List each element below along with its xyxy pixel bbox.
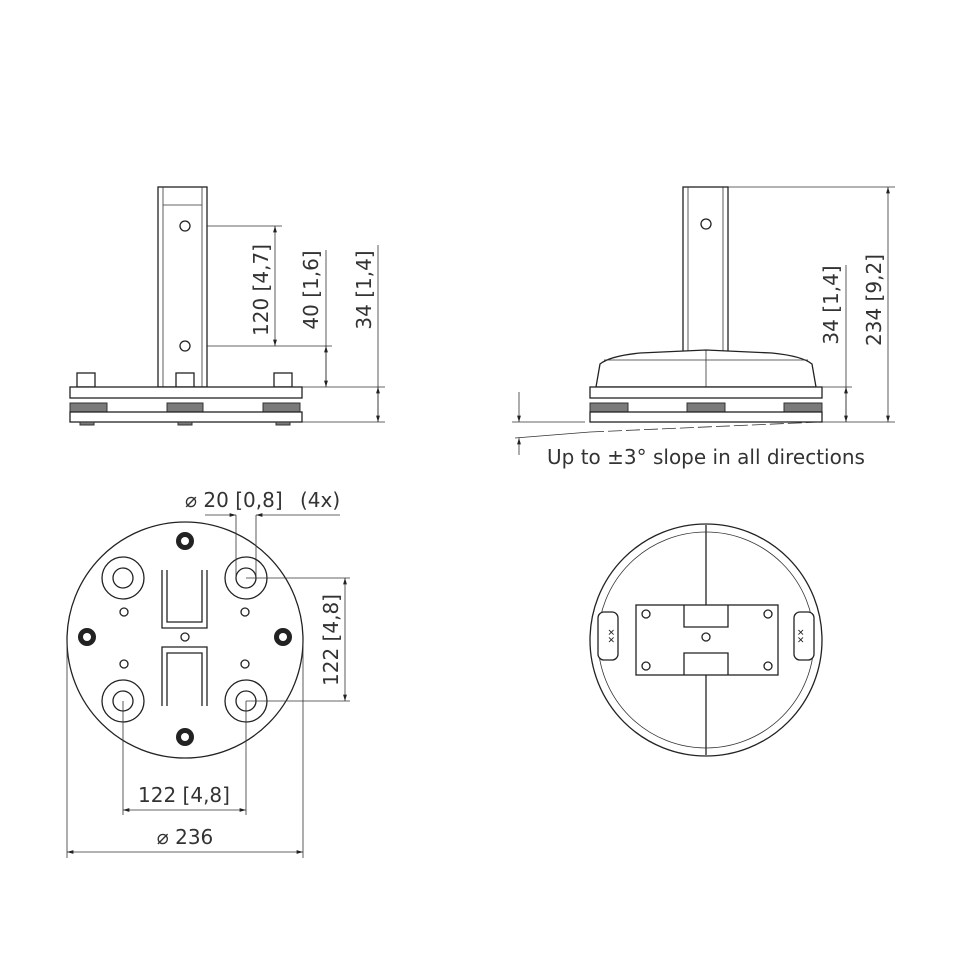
svg-text:✕✕: ✕✕ <box>605 628 615 643</box>
upper-plate <box>69 386 303 399</box>
hole-lower <box>179 340 191 352</box>
mounting-bosses <box>101 556 268 723</box>
dim-horizontal-spacing: 122 [4,8] <box>138 783 230 807</box>
dim-base-height: 34 [1,4] <box>352 250 376 329</box>
post <box>157 186 208 388</box>
post-slot-top <box>161 570 208 629</box>
bottom-view: ⌀ 20 [0,8] (4x) 122 [4,8] 122 [4,8] ⌀ 23… <box>66 488 350 858</box>
dim-hole-spacing: 120 [4,7] <box>249 244 273 336</box>
svg-text:✕✕: ✕✕ <box>797 628 807 643</box>
side-view-left: 120 [4,7] 40 [1,6] 34 [1,4] <box>69 186 385 426</box>
dim-diameter: ⌀ 236 <box>157 825 214 849</box>
side-view-right: 34 [1,4] 234 [9,2] Up to ±3° slope in al… <box>512 186 895 469</box>
post <box>682 186 729 358</box>
top-view: ✕✕ ✕✕ <box>589 523 823 757</box>
base-outline <box>66 521 304 759</box>
logo-right <box>793 611 815 661</box>
logo-left <box>597 611 619 661</box>
mounting-plate <box>635 604 779 676</box>
post-slot-bottom <box>161 646 208 706</box>
lower-plate <box>69 411 303 423</box>
dim-hole-count: (4x) <box>300 488 340 512</box>
slope-note: Up to ±3° slope in all directions <box>547 445 865 469</box>
dim-base-height: 34 [1,4] <box>819 265 843 344</box>
nuts <box>76 372 293 388</box>
leveling-feet <box>78 532 292 746</box>
outer-rim <box>589 523 823 757</box>
dim-hole-diameter: ⌀ 20 [0,8] <box>185 488 283 512</box>
small-holes <box>119 607 250 669</box>
dim-vertical-spacing: 122 [4,8] <box>319 594 343 686</box>
hole-upper <box>179 220 191 232</box>
dim-hole-to-plate: 40 [1,6] <box>299 250 323 329</box>
dim-total-height: 234 [9,2] <box>862 254 886 346</box>
